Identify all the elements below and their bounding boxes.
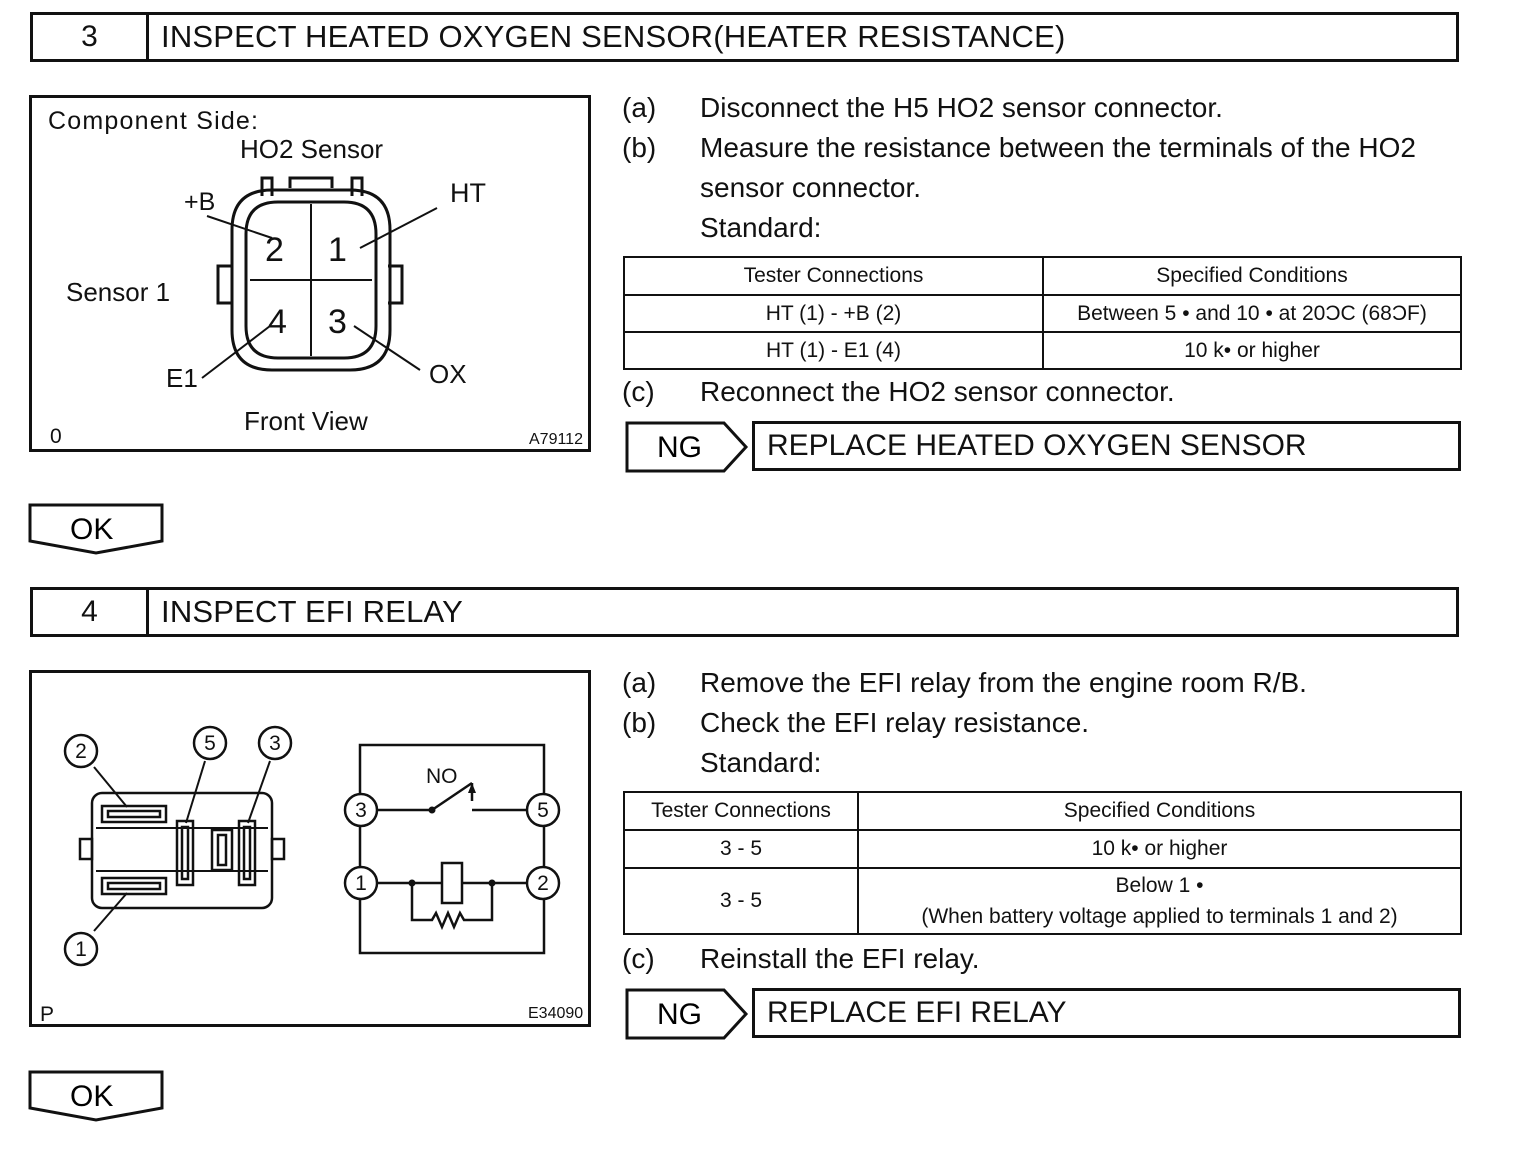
callout-2: 2: [75, 740, 87, 763]
step-4b: (b) Check the EFI relay resistance.: [622, 707, 1462, 741]
circuit-terminal-5: 5: [537, 799, 549, 822]
circuit-terminal-2: 2: [537, 872, 549, 895]
step-3a: (a) Disconnect the H5 HO2 sensor connect…: [622, 92, 1462, 126]
figure-id: A79112: [529, 431, 583, 448]
circuit-terminal-3: 3: [355, 799, 367, 822]
table-row: 3 - 5 Below 1 • (When battery voltage ap…: [623, 867, 1462, 935]
table-cell: HT (1) - E1 (4): [623, 331, 1044, 370]
front-view-label: Front View: [244, 406, 368, 436]
callout-5: 5: [204, 732, 216, 755]
ht-label: HT: [450, 178, 486, 208]
ng-arrow-4: NG: [625, 988, 749, 1040]
section-4-header: 4 INSPECT EFI RELAY: [30, 587, 1459, 637]
pin-1: 1: [328, 231, 347, 269]
table-header-row: Tester Connections Specified Conditions: [623, 791, 1462, 831]
figure-id: E34090: [528, 1005, 583, 1022]
ho2-sensor-figure: Component Side: HO2 Sensor +B HT Sensor …: [29, 95, 591, 452]
pin-4: 4: [268, 303, 287, 341]
ng-action-4: REPLACE EFI RELAY: [752, 988, 1461, 1038]
spec-table-4: Tester Connections Specified Conditions …: [623, 791, 1462, 935]
efi-relay-drawing: 2 5 3 1 3 5 1 2 NO P E34090: [40, 725, 583, 1026]
e1-label: E1: [166, 363, 198, 393]
figure-corner-code: 0: [50, 425, 62, 448]
ok-arrow-3: OK: [28, 503, 164, 555]
section-3-header: 3 INSPECT HEATED OXYGEN SENSOR(HEATER RE…: [30, 12, 1459, 62]
ok-arrow-4: OK: [28, 1070, 164, 1122]
ho2-sensor-label: HO2 Sensor: [240, 134, 383, 164]
ng-arrow-3: NG: [625, 421, 749, 473]
step-3b-cont: sensor connector.: [622, 172, 1462, 206]
table-header: Tester Connections: [623, 256, 1044, 296]
ng-action-3: REPLACE HEATED OXYGEN SENSOR: [752, 421, 1461, 471]
step-label: (b): [622, 132, 657, 163]
step-text: Check the EFI relay resistance.: [700, 707, 1090, 738]
step-text: Standard:: [700, 747, 822, 778]
callout-3: 3: [269, 732, 281, 755]
table-row: 3 - 5 10 k• or higher: [623, 829, 1462, 869]
step-label: (a): [622, 92, 657, 123]
callout-1: 1: [75, 938, 87, 961]
table-header-row: Tester Connections Specified Conditions: [623, 256, 1462, 296]
ng-label: NG: [657, 431, 702, 464]
table-cell: HT (1) - +B (2): [623, 294, 1044, 333]
step-text: Disconnect the H5 HO2 sensor connector.: [700, 92, 1223, 123]
table-row: HT (1) - +B (2) Between 5 • and 10 • at …: [623, 294, 1462, 333]
step-label: (c): [622, 376, 655, 407]
no-contact-label: NO: [426, 765, 458, 788]
circuit-terminal-1: 1: [355, 872, 367, 895]
table-cell: 10 k• or higher: [1042, 331, 1462, 370]
step-label: (c): [622, 943, 655, 974]
standard-label-3: Standard:: [622, 212, 1462, 246]
table-header: Specified Conditions: [1042, 256, 1462, 296]
step-3c: (c) Reconnect the HO2 sensor connector.: [622, 376, 1462, 410]
ho2-connector-drawing: Component Side: HO2 Sensor +B HT Sensor …: [48, 107, 583, 448]
table-header: Tester Connections: [623, 791, 859, 831]
section-4-title: INSPECT EFI RELAY: [161, 594, 464, 629]
sensor-1-label: Sensor 1: [66, 277, 170, 307]
step-label: (a): [622, 667, 657, 698]
table-cell-line: (When battery voltage applied to termina…: [921, 905, 1398, 928]
ox-label: OX: [429, 359, 467, 389]
step-text: Remove the EFI relay from the engine roo…: [700, 667, 1307, 698]
step-text: Reinstall the EFI relay.: [700, 943, 980, 974]
ng-label: NG: [657, 998, 702, 1031]
ok-label: OK: [70, 1080, 113, 1113]
table-cell-line: Below 1 •: [1115, 874, 1204, 897]
standard-label-4: Standard:: [622, 747, 1462, 781]
table-row: HT (1) - E1 (4) 10 k• or higher: [623, 331, 1462, 370]
table-cell: Between 5 • and 10 • at 20ƆC (68ƆF): [1042, 294, 1462, 333]
table-cell: 3 - 5: [623, 867, 859, 935]
table-cell: 3 - 5: [623, 829, 859, 869]
section-3-title: INSPECT HEATED OXYGEN SENSOR(HEATER RESI…: [161, 19, 1066, 54]
table-cell: 10 k• or higher: [857, 829, 1462, 869]
pin-2: 2: [265, 231, 284, 269]
step-text: Standard:: [700, 212, 822, 243]
pin-3: 3: [328, 303, 347, 341]
step-4c: (c) Reinstall the EFI relay.: [622, 943, 1462, 977]
step-text: Reconnect the HO2 sensor connector.: [700, 376, 1175, 407]
step-label: (b): [622, 707, 657, 738]
component-side-label: Component Side:: [48, 107, 259, 135]
spec-table-3: Tester Connections Specified Conditions …: [623, 256, 1462, 370]
step-text: Measure the resistance between the termi…: [700, 132, 1416, 163]
table-cell: Below 1 • (When battery voltage applied …: [857, 867, 1462, 935]
step-4a: (a) Remove the EFI relay from the engine…: [622, 667, 1462, 701]
efi-relay-figure: 2 5 3 1 3 5 1 2 NO P E34090: [29, 670, 591, 1027]
ok-label: OK: [70, 513, 113, 546]
section-3-number: 3: [33, 15, 149, 59]
step-text: sensor connector.: [700, 172, 922, 203]
step-3b: (b) Measure the resistance between the t…: [622, 132, 1462, 166]
figure-corner-code: P: [40, 1003, 54, 1026]
plus-b-label: +B: [184, 188, 215, 216]
section-4-number: 4: [33, 590, 149, 634]
table-header: Specified Conditions: [857, 791, 1462, 831]
